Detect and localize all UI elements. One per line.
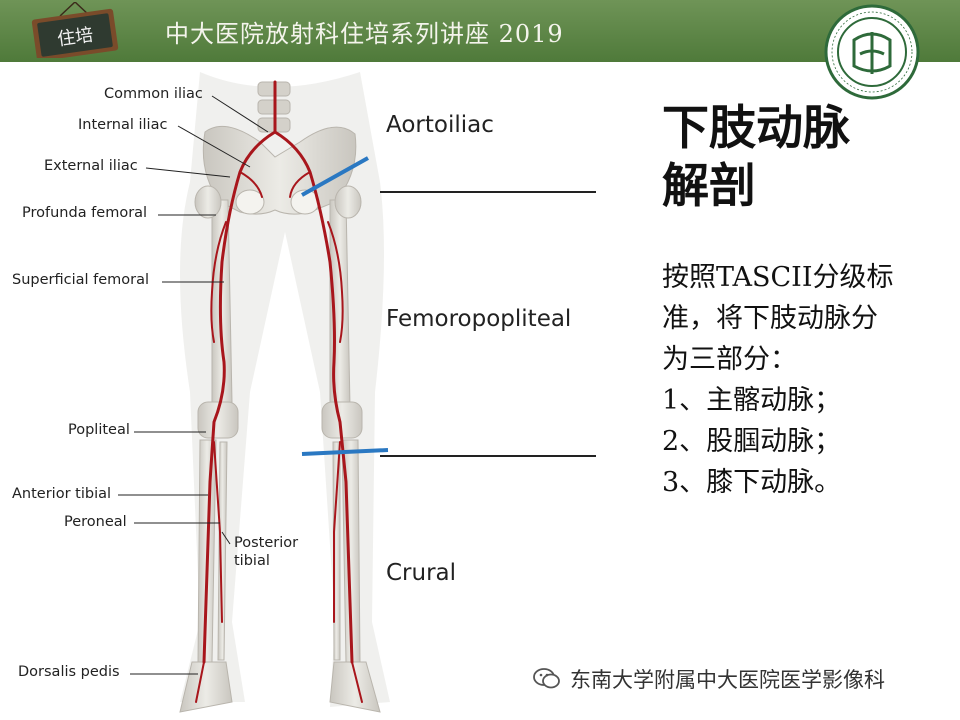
segment-aortoiliac: Aortoiliac (386, 112, 494, 138)
right-fibula (217, 441, 228, 661)
body-line: 1、主髂动脉； (662, 385, 842, 416)
right-knee (197, 401, 239, 439)
body-line: 为三部分： (662, 344, 797, 375)
header-title: 中大医院放射科住培系列讲座 2019 (165, 20, 564, 48)
body-line: 按照TASCII分级标 (662, 262, 894, 293)
body-line: 准，将下肢动脉分 (662, 303, 878, 334)
slide-title: 下肢动脉 解剖 (662, 100, 922, 216)
femoropopliteal-marker (301, 448, 389, 456)
label-external-iliac: External iliac (44, 158, 138, 174)
label-profunda-femoral: Profunda femoral (22, 205, 148, 221)
body-line: 2、股腘动脉； (662, 426, 842, 457)
label-peroneal: Peroneal (64, 514, 127, 530)
left-foot (329, 661, 381, 713)
label-superficial-femoral: Superficial femoral (12, 272, 150, 288)
label-posterior-tibial-line2: tibial (234, 553, 270, 569)
label-dorsalis-pedis: Dorsalis pedis (18, 664, 120, 680)
segment-crural: Crural (386, 560, 457, 586)
aortoiliac-marker (301, 156, 369, 197)
label-anterior-tibial: Anterior tibial (12, 486, 112, 502)
slide-title-line: 下肢动脉 (662, 101, 850, 156)
slide-title-line: 解剖 (662, 159, 756, 214)
chalkboard-badge: 住培 (31, 2, 119, 58)
body-line: 3、膝下动脉。 (662, 467, 842, 498)
lower-limb-artery-diagram (118, 72, 596, 713)
wechat-icon (533, 668, 560, 689)
wechat-watermark: 东南大学附属中大医院医学影像科 (532, 664, 885, 694)
label-popliteal: Popliteal (68, 422, 130, 438)
label-posterior-tibial-line1: Posterior (234, 535, 299, 551)
arteries (195, 80, 363, 703)
label-common-iliac: Common iliac (104, 86, 203, 102)
right-foot (179, 661, 233, 713)
segment-femoropopliteal: Femoropopliteal (386, 306, 572, 332)
slide-body-text: 按照TASCII分级标 准，将下肢动脉分 为三部分： 1、主髂动脉； 2、股腘动… (662, 257, 932, 503)
watermark-text: 东南大学附属中大医院医学影像科 (570, 668, 885, 692)
label-internal-iliac: Internal iliac (78, 117, 168, 133)
header-bar: 住培 中大医院放射科住培系列讲座 2019 (0, 0, 960, 62)
label-leaders (118, 95, 269, 675)
badge-text: 住培 (56, 25, 95, 51)
hospital-seal-logo (824, 4, 920, 100)
